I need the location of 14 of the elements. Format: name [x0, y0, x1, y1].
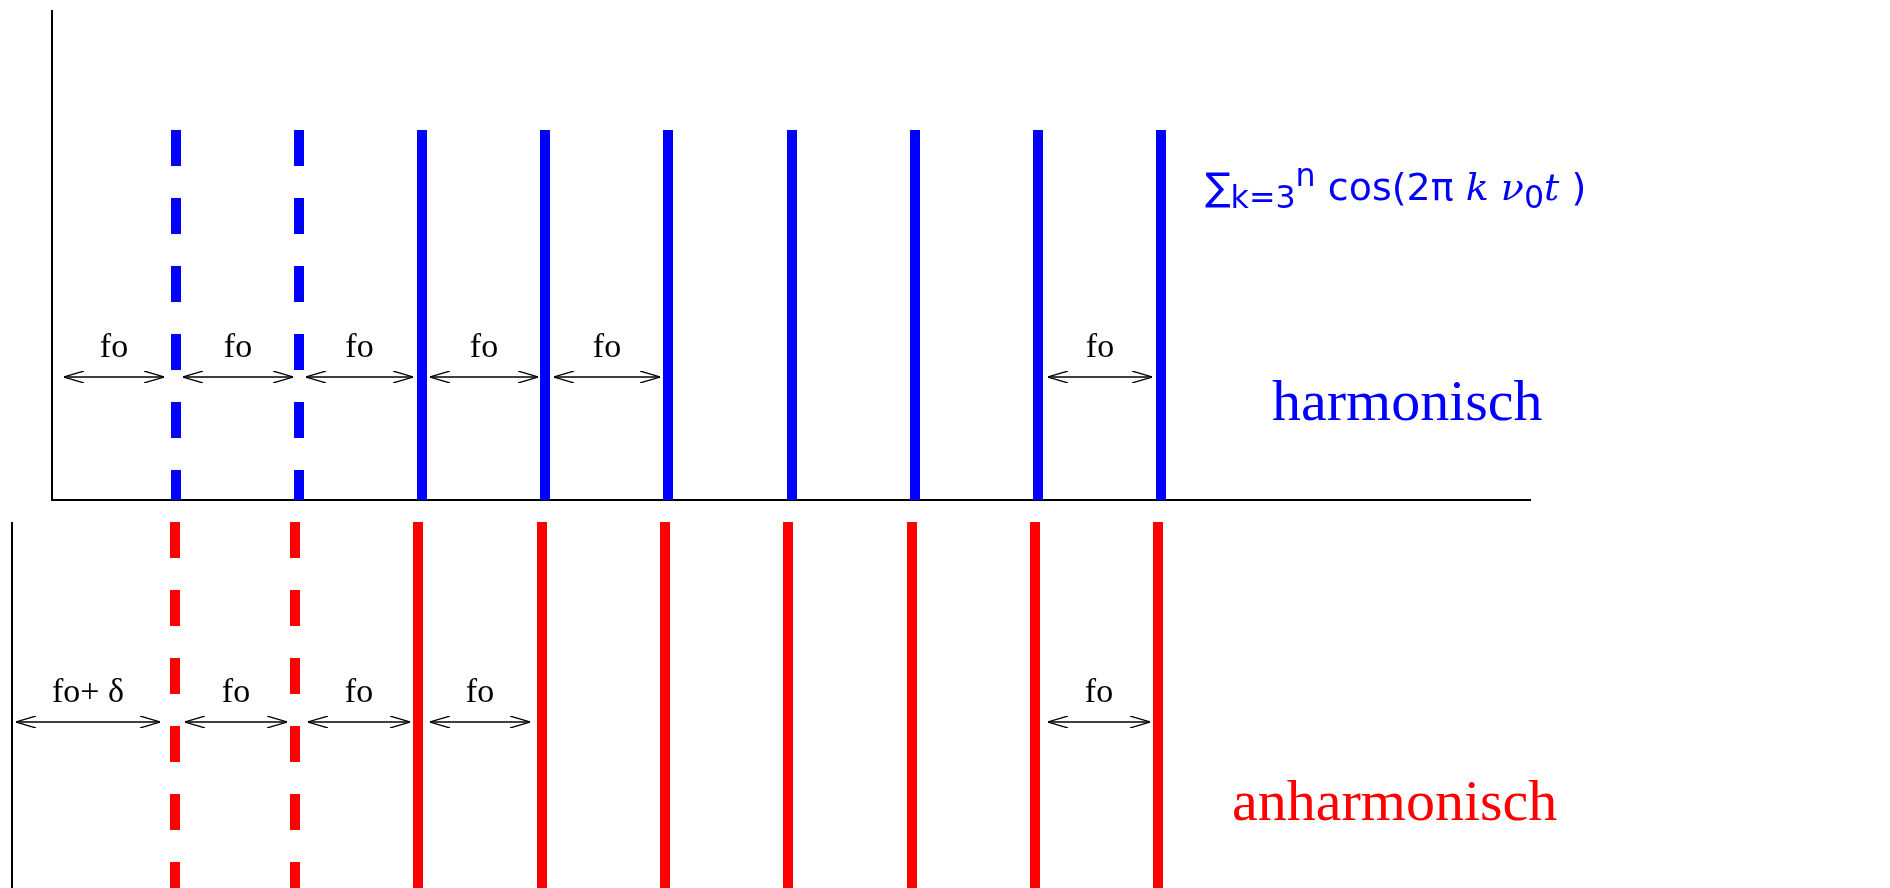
spacing-label: fo+ δ — [52, 674, 124, 708]
spacing-label: fo — [99, 329, 129, 363]
spacing-label: fo — [469, 329, 499, 363]
spacing-label: fo — [345, 329, 374, 363]
spacing-label: fo — [1084, 674, 1114, 708]
series-label: anharmonisch — [1232, 772, 1558, 830]
spacing-label: fo — [1085, 329, 1115, 363]
spacing-label: fo — [223, 329, 253, 363]
spacing-label: fo — [592, 329, 622, 363]
spacing-label: fo — [465, 674, 495, 708]
formula: ∑$_{k=3}$$^{n}$ cos(2π k ν$_{0}$t ) — [1205, 160, 1587, 214]
spacing-label: fo — [221, 674, 251, 708]
spacing-label: fo — [344, 674, 374, 708]
series-label: harmonisch — [1272, 372, 1543, 430]
